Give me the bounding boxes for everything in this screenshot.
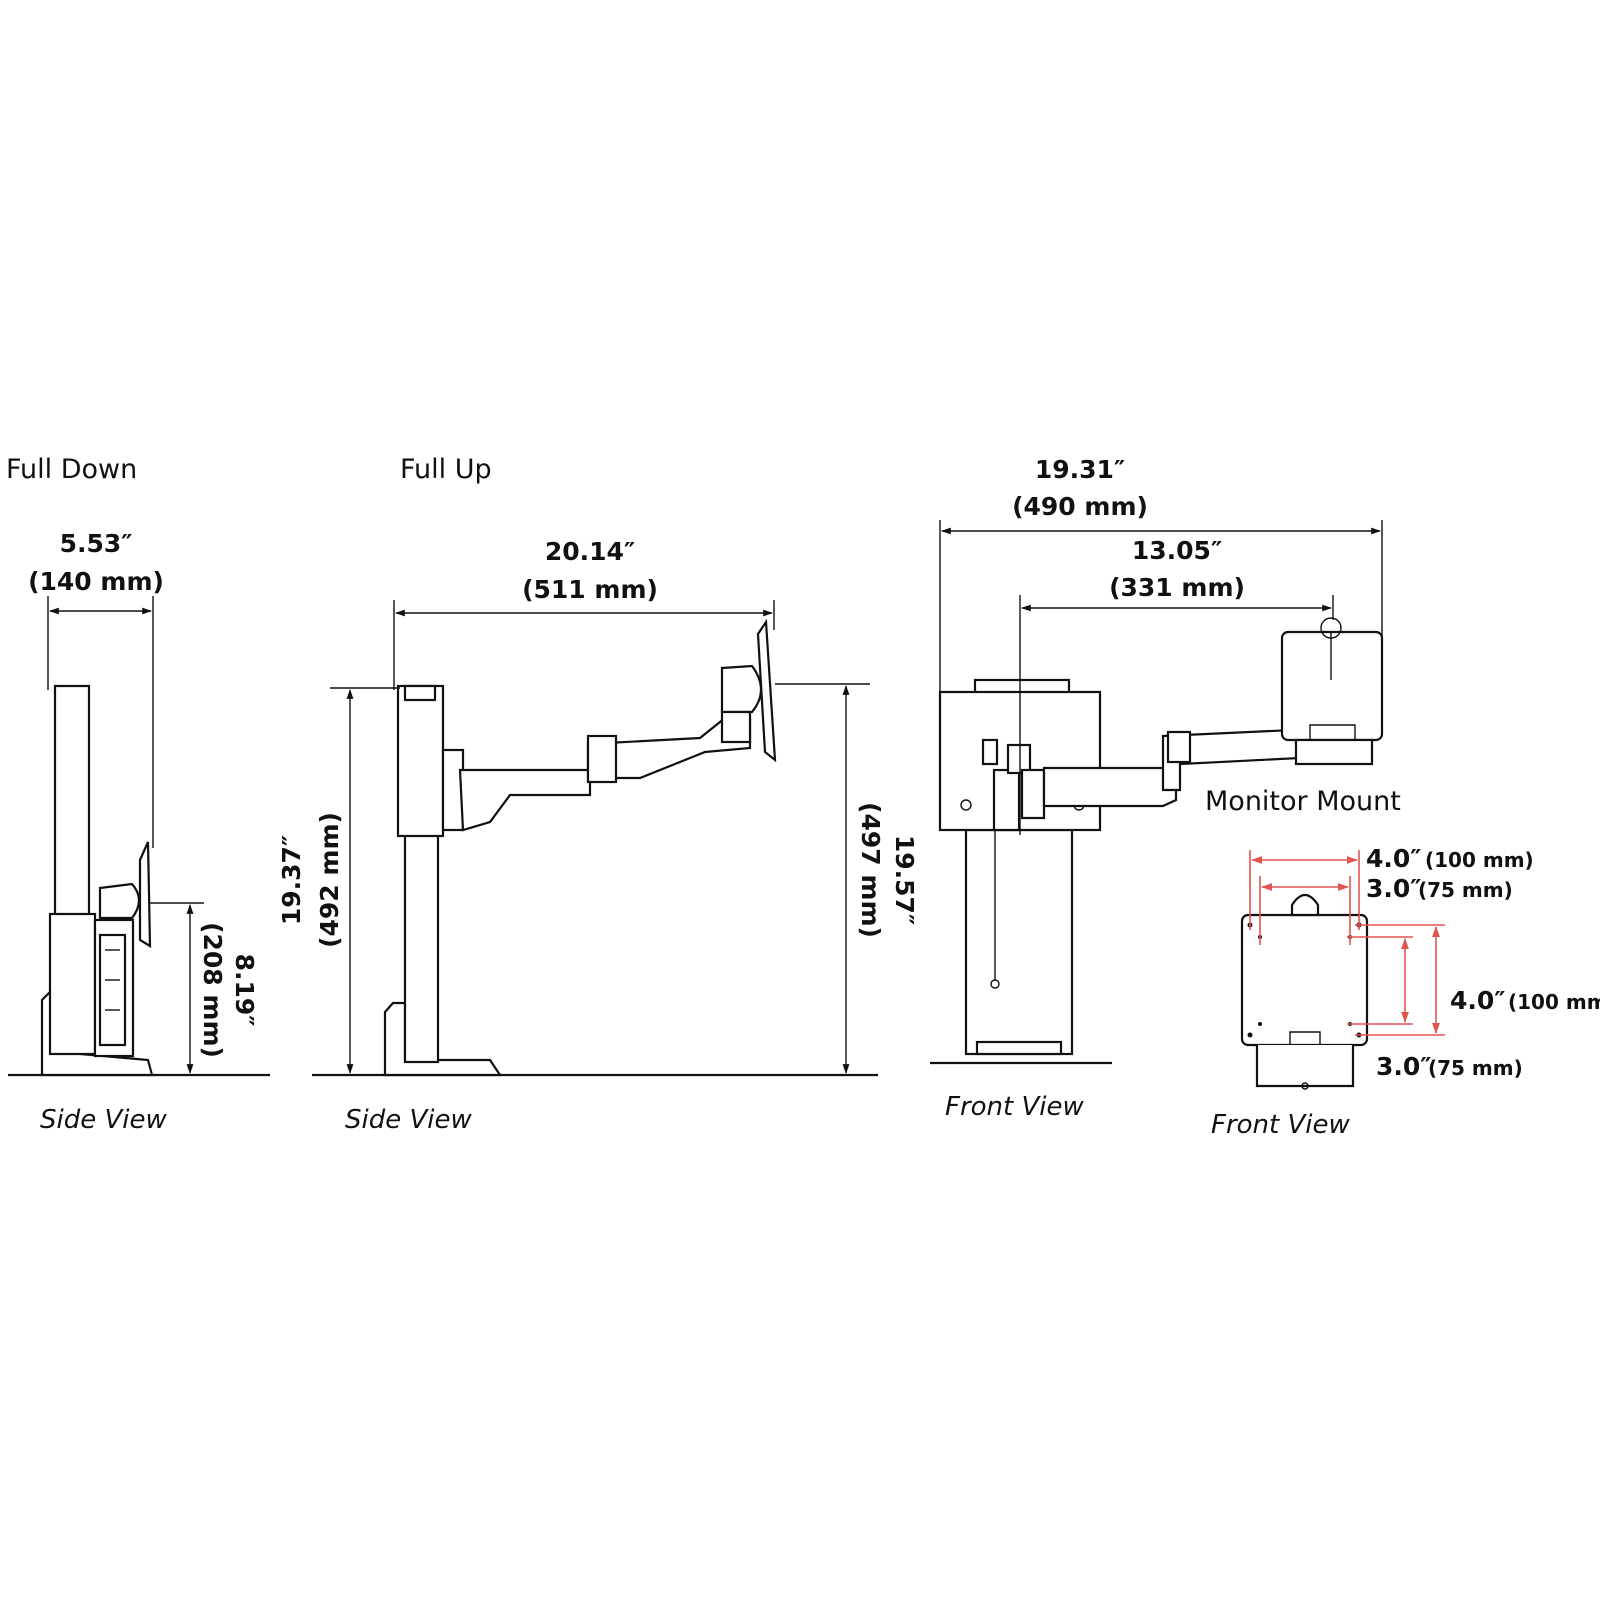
svg-text:3.0″: 3.0″	[1376, 1052, 1431, 1081]
vesa-dimension-lines	[1249, 850, 1445, 1036]
up-post-height-in: 19.37″	[277, 835, 306, 925]
down-height-mm: (208 mm)	[198, 922, 227, 1058]
down-width-mm: (140 mm)	[28, 567, 164, 596]
side-view-up-label: Side View	[345, 1105, 472, 1135]
front-arm-dimension	[1019, 595, 1334, 835]
up-mount-height-in: 19.57″	[890, 835, 919, 925]
side-view-down-label: Side View	[40, 1105, 167, 1135]
full-up-reach-dimension	[393, 600, 775, 690]
down-width-in: 5.53″	[60, 529, 133, 558]
svg-text:(100 mm): (100 mm)	[1425, 848, 1534, 872]
full-up-side-drawing	[312, 618, 878, 1077]
svg-text:4.0″: 4.0″	[1450, 986, 1505, 1015]
full-down-heading: Full Down	[6, 454, 137, 485]
front-width-dimension	[939, 520, 1383, 694]
vesa-side-outer-label: 4.0″ (100 mm)	[1450, 986, 1600, 1015]
front-arm-in: 13.05″	[1132, 536, 1222, 565]
up-reach-mm: (511 mm)	[522, 575, 658, 604]
vesa-top-outer-label: 4.0″ (100 mm)	[1366, 844, 1534, 873]
svg-text:3.0″: 3.0″	[1366, 874, 1421, 903]
front-width-mm: (490 mm)	[1012, 492, 1148, 521]
vesa-top-inner-label: 3.0″ (75 mm)	[1366, 874, 1513, 903]
front-arm-mm: (331 mm)	[1109, 573, 1245, 602]
down-height-in: 8.19″	[230, 954, 259, 1027]
full-up-heading: Full Up	[400, 454, 492, 485]
up-post-height-mm: (492 mm)	[315, 812, 344, 948]
vesa-side-inner-label: 3.0″ (75 mm)	[1376, 1052, 1523, 1081]
full-down-side-drawing	[8, 684, 270, 1077]
front-view-stand-label: Front View	[945, 1092, 1084, 1122]
monitor-mount-heading: Monitor Mount	[1205, 786, 1401, 817]
front-width-in: 19.31″	[1035, 455, 1125, 484]
front-view-mount-label: Front View	[1211, 1110, 1350, 1140]
full-up-mount-height-dimension	[775, 683, 870, 1074]
up-mount-height-mm: (497 mm)	[856, 802, 885, 938]
svg-text:(75 mm): (75 mm)	[1428, 1056, 1523, 1080]
svg-text:4.0″: 4.0″	[1366, 844, 1421, 873]
full-down-width-dimension	[47, 596, 154, 848]
monitor-mount-drawing	[1240, 893, 1369, 1090]
full-up-post-height-dimension	[330, 687, 400, 1074]
svg-text:(100 mm): (100 mm)	[1508, 990, 1600, 1014]
full-down-height-dimension	[150, 902, 204, 1074]
svg-text:(75 mm): (75 mm)	[1418, 878, 1513, 902]
up-reach-in: 20.14″	[545, 537, 635, 566]
